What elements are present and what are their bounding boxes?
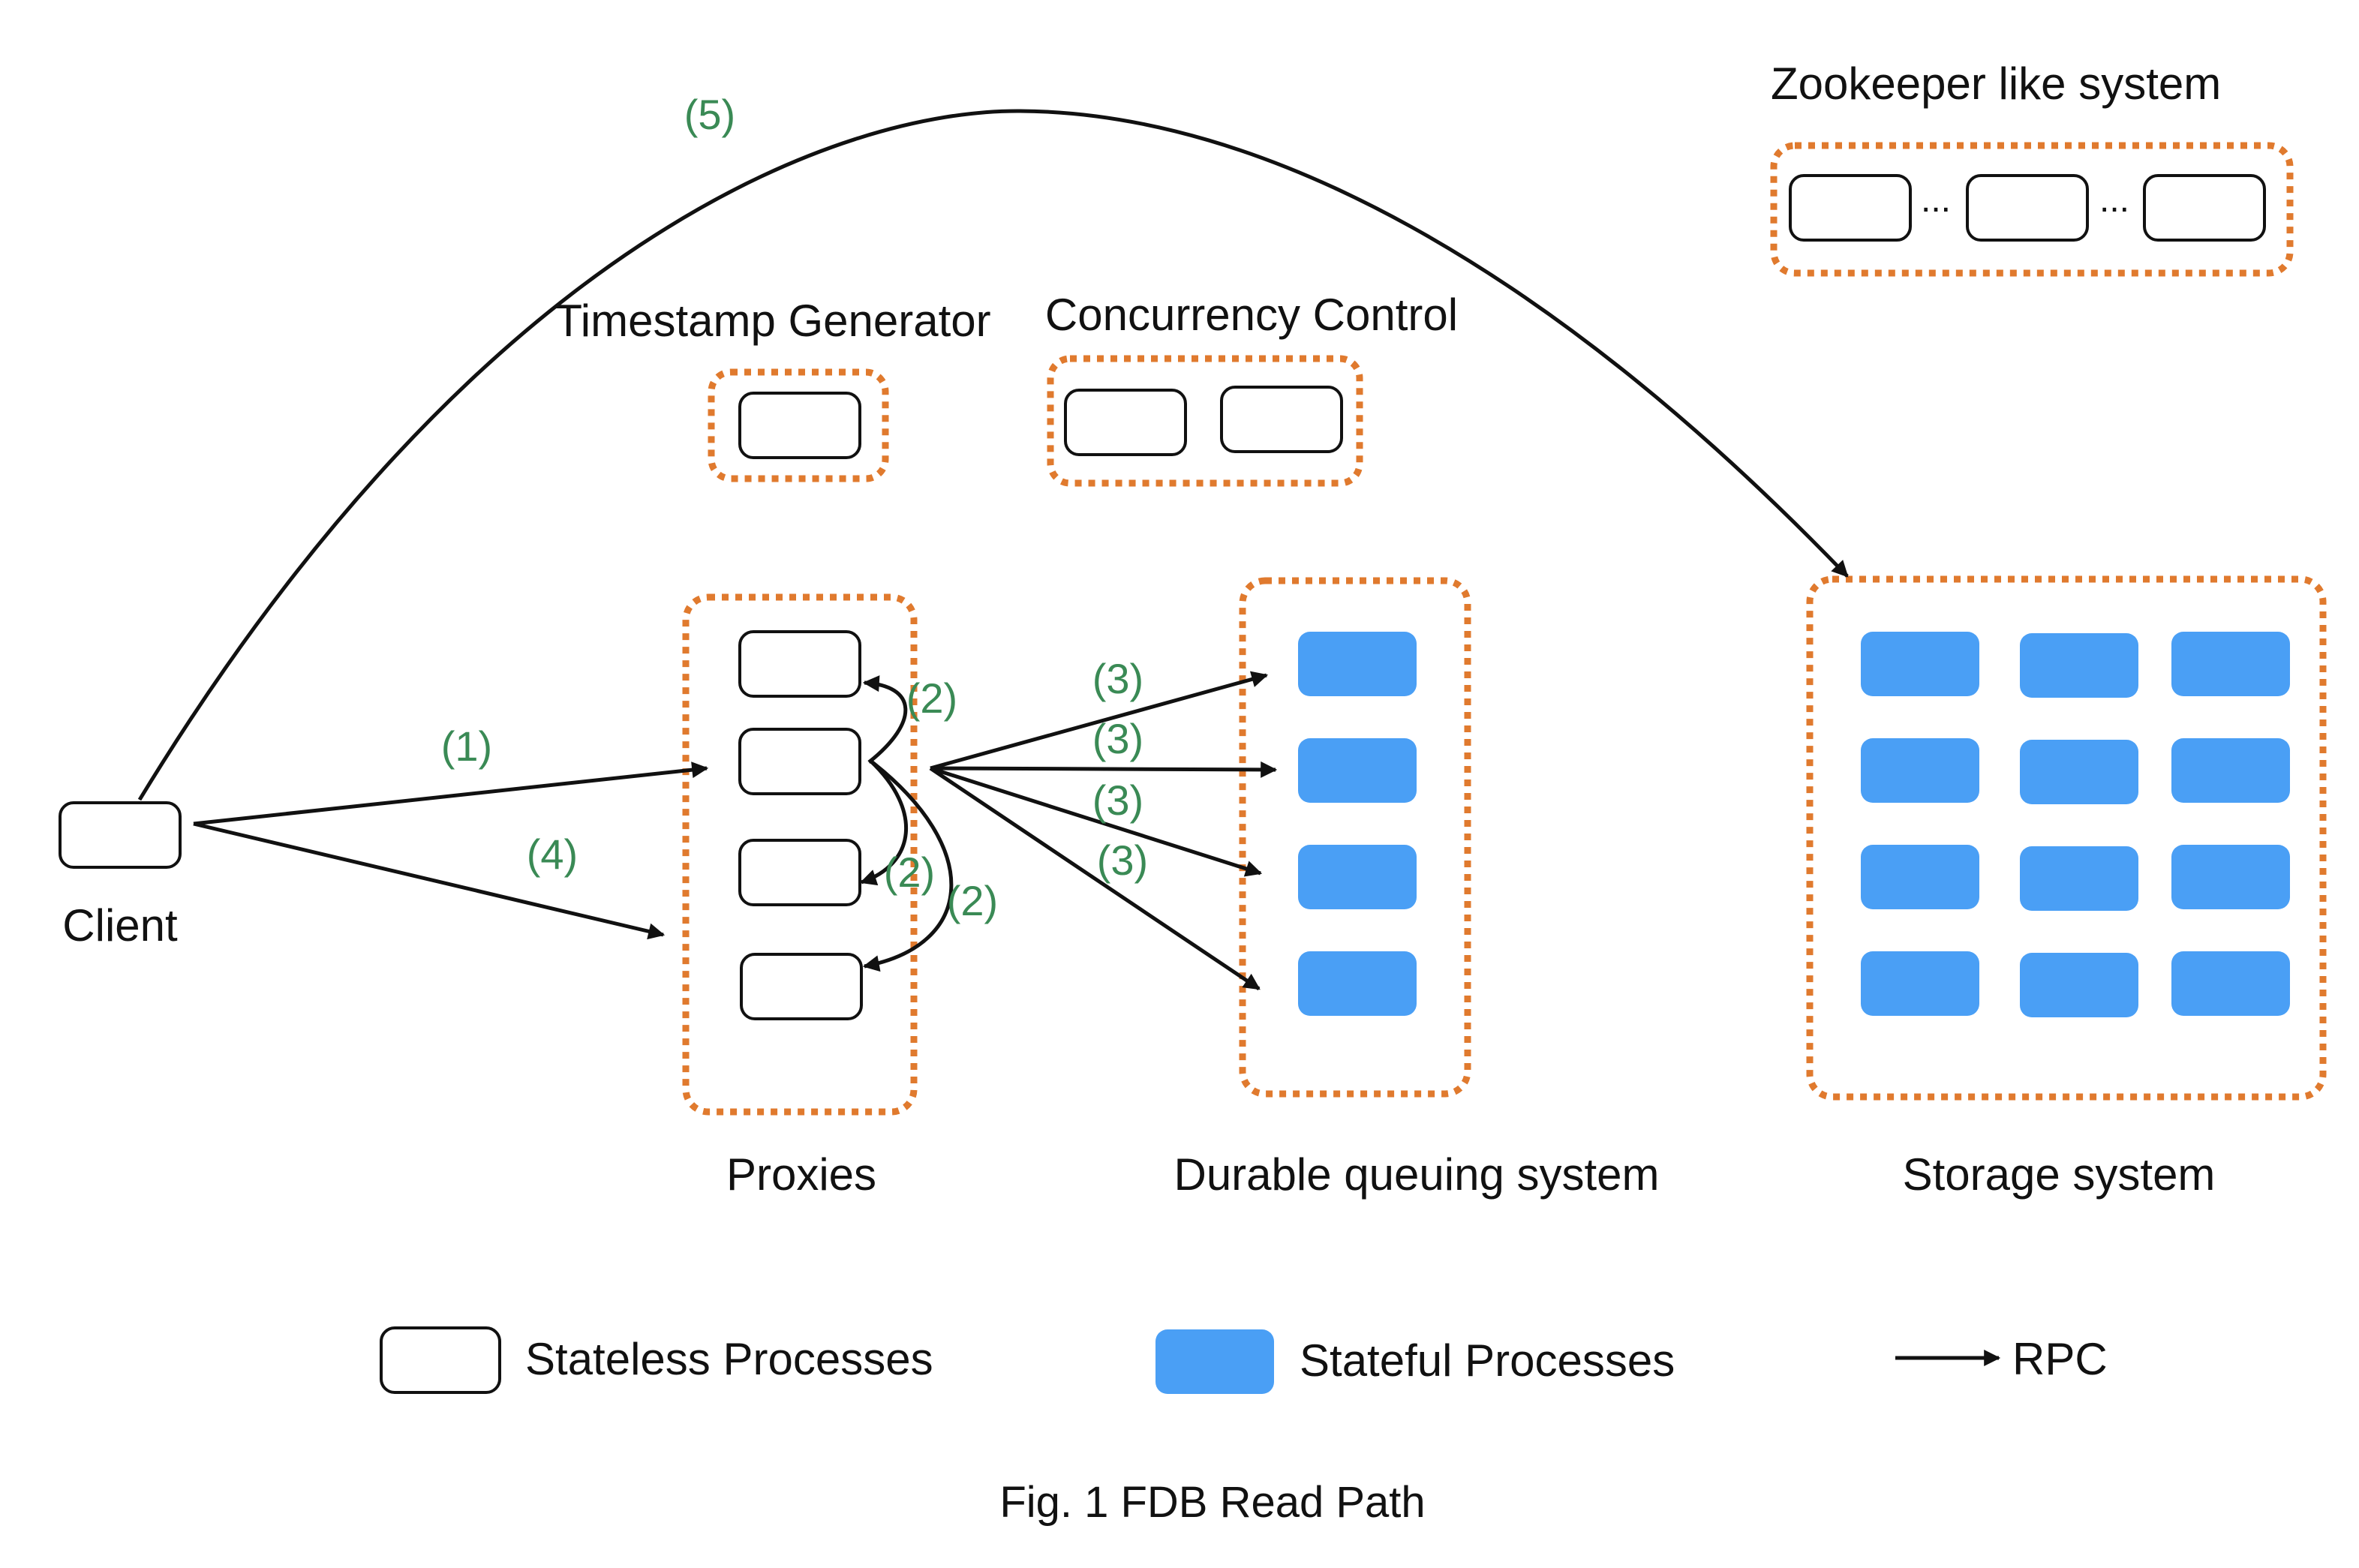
- queuing-node-2: [1298, 738, 1417, 803]
- proxies-group: [682, 593, 918, 1116]
- storage-node: [2020, 740, 2138, 804]
- step-label-4: (4): [527, 831, 578, 878]
- storage-node: [1861, 738, 1979, 803]
- concurrency-control-node-2: [1220, 386, 1343, 453]
- concurrency-control-title: Concurrency Control: [1045, 290, 1458, 340]
- timestamp-generator-node: [738, 392, 861, 459]
- legend-stateful-label: Stateful Processes: [1300, 1335, 1675, 1386]
- proxy-node-3: [738, 839, 861, 906]
- proxy-node-4: [740, 953, 863, 1020]
- storage-node: [1861, 951, 1979, 1016]
- zookeeper-title: Zookeeper like system: [1771, 59, 2221, 109]
- queuing-node-4: [1298, 951, 1417, 1016]
- concurrency-control-group: [1047, 355, 1363, 487]
- arrow-step-3-c: [930, 766, 1263, 877]
- step-label-2: (2): [906, 674, 957, 722]
- step-label-3: (3): [1092, 655, 1143, 702]
- legend-stateful-swatch: [1155, 1329, 1274, 1394]
- concurrency-control-node-1: [1064, 389, 1187, 456]
- step-label-2: (2): [884, 849, 935, 896]
- storage-node: [2171, 632, 2290, 696]
- step-label-3: (3): [1097, 837, 1148, 884]
- storage-node: [1861, 632, 1979, 696]
- storage-node: [2020, 953, 2138, 1017]
- zookeeper-ellipsis-1: ...: [1921, 180, 1951, 220]
- queuing-label: Durable queuing system: [1173, 1149, 1659, 1200]
- proxy-node-2: [738, 728, 861, 795]
- proxy-node-1: [738, 630, 861, 698]
- timestamp-generator-group: [708, 368, 889, 482]
- step-label-1: (1): [441, 722, 492, 770]
- queuing-node-1: [1298, 632, 1417, 696]
- arrow-step-2-up: [862, 675, 908, 764]
- proxies-label: Proxies: [726, 1149, 876, 1200]
- storage-node: [2171, 738, 2290, 803]
- legend-stateless-swatch: [380, 1326, 501, 1394]
- storage-node: [2020, 633, 2138, 698]
- client-node: [59, 801, 182, 869]
- arrow-step-3-a: [930, 671, 1269, 770]
- step-label-3: (3): [1092, 776, 1143, 824]
- legend: Stateless Processes Stateful Processes R…: [380, 1326, 2108, 1394]
- legend-rpc-label: RPC: [2012, 1334, 2108, 1384]
- step-label-5: (5): [684, 91, 735, 138]
- arrow-step-3-b: [930, 761, 1278, 778]
- arrow-step-2-down: [859, 759, 908, 886]
- queuing-group: [1239, 577, 1471, 1098]
- zookeeper-node-1: [1789, 174, 1912, 242]
- storage-label: Storage system: [1903, 1149, 2216, 1200]
- legend-stateless-label: Stateless Processes: [525, 1334, 933, 1384]
- storage-group: [1806, 575, 2327, 1101]
- storage-node: [2020, 846, 2138, 911]
- step-label-2: (2): [947, 877, 998, 924]
- client-label: Client: [62, 900, 178, 951]
- step-label-3: (3): [1092, 715, 1143, 762]
- arrow-step-5: [137, 109, 1849, 801]
- zookeeper-ellipsis-2: ...: [2099, 180, 2129, 220]
- storage-node: [2171, 951, 2290, 1016]
- storage-node: [2171, 845, 2290, 909]
- queuing-node-3: [1298, 845, 1417, 909]
- arrow-step-2-far: [862, 759, 954, 972]
- zookeeper-node-3: [2143, 174, 2266, 242]
- storage-node: [1861, 845, 1979, 909]
- zookeeper-group: [1770, 142, 2294, 277]
- figure-caption: Fig. 1 FDB Read Path: [999, 1478, 1425, 1527]
- zookeeper-node-2: [1966, 174, 2089, 242]
- arrow-step-4: [193, 822, 666, 940]
- arrow-step-3-d: [929, 766, 1261, 991]
- arrow-step-1: [193, 761, 709, 826]
- timestamp-generator-title: Timestamp Generator: [554, 296, 990, 346]
